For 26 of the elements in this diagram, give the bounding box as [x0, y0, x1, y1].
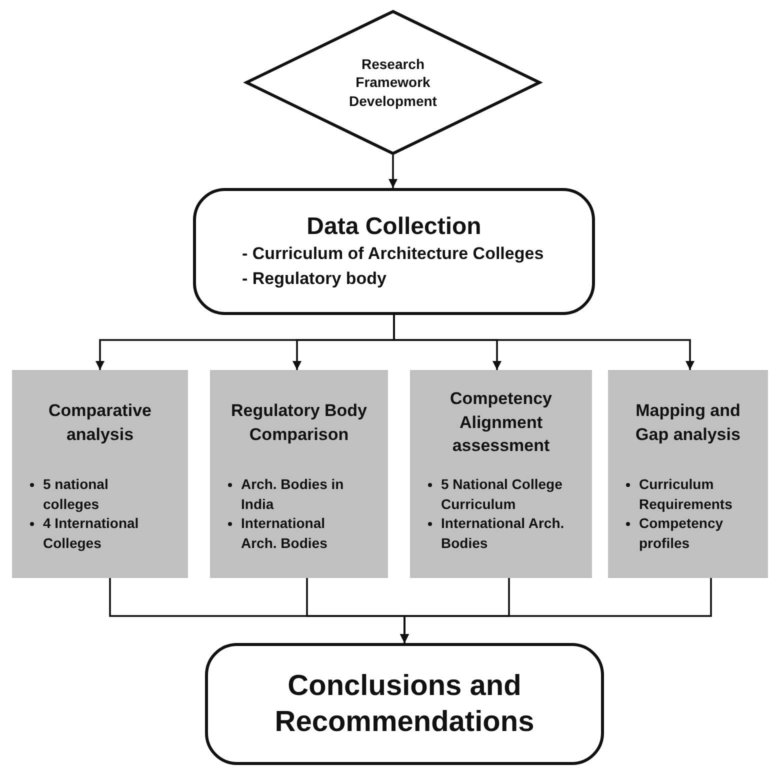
box-heading: Conclusions and Recommendations	[274, 668, 536, 740]
box-heading: Data Collection	[306, 212, 482, 242]
arrow	[393, 315, 694, 370]
process-box	[410, 370, 592, 578]
arrow	[388, 155, 398, 188]
bullet-item: 5 national colleges	[43, 475, 110, 514]
bullet-item: Arch. Bodies in India	[241, 475, 345, 514]
list-item: - Curriculum of Architecture Colleges	[241, 242, 544, 265]
process-box	[12, 370, 188, 578]
bullet-item: 4 International Colleges	[43, 514, 140, 553]
process-box	[608, 370, 768, 578]
bullet-item: International Arch. Bodies	[441, 514, 566, 553]
diamond-label: Research Framework Development	[348, 55, 438, 110]
list-item: - Regulatory body	[241, 268, 387, 290]
box-heading: Mapping and Gap analysis	[634, 400, 742, 446]
arrow	[400, 578, 712, 643]
bullet-item: International Arch. Bodies	[241, 514, 328, 553]
box-heading: Comparative analysis	[48, 400, 152, 446]
process-box	[210, 370, 388, 578]
bullet-item: Curriculum Requirements	[639, 475, 734, 514]
rounded-process-box	[193, 188, 595, 315]
box-heading: Regulatory Body Comparison	[230, 400, 368, 446]
box-heading: Competency Alignment assessment	[448, 388, 554, 458]
bullet-item: 5 National College Curriculum	[441, 475, 564, 514]
bullet-item: Competency profiles	[639, 514, 724, 553]
rounded-process-box	[205, 643, 604, 765]
